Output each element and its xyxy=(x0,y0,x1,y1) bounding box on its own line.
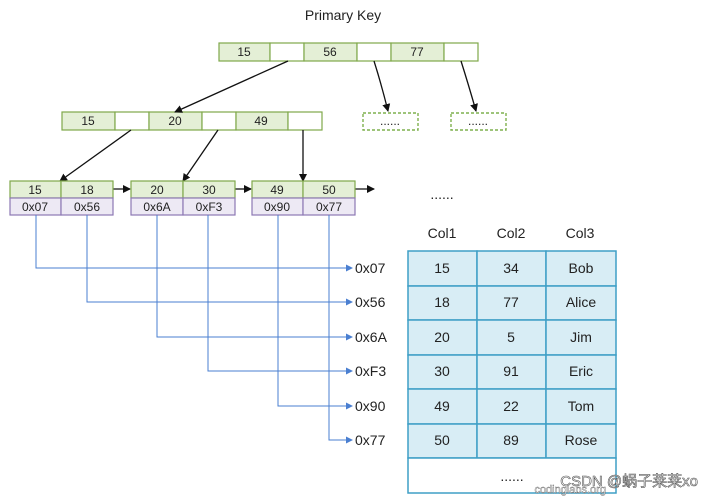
table-cell: 30 xyxy=(434,363,450,379)
address-label: 0x90 xyxy=(355,398,386,414)
data-table: 15 34 Bob 18 77 Alice 20 5 Jim 30 91 Eri… xyxy=(407,250,617,494)
leaf-node-2: 20 30 0x6A 0xF3 xyxy=(130,180,236,216)
table-cell: Eric xyxy=(569,363,593,379)
root-key: 77 xyxy=(410,45,424,59)
table-row: 49 22 Tom xyxy=(407,388,617,425)
table-cell: 50 xyxy=(434,432,450,448)
inner-key: 49 xyxy=(254,114,268,128)
root-key: 56 xyxy=(323,45,337,59)
address-label: 0x07 xyxy=(355,260,386,276)
leaf-key: 50 xyxy=(322,183,336,197)
address-label: 0xF3 xyxy=(355,363,386,379)
table-row: 15 34 Bob xyxy=(407,250,617,287)
table-cell: Tom xyxy=(568,398,594,414)
table-header-cell: Col1 xyxy=(428,225,457,241)
watermark-subtext: codinglabs.org xyxy=(534,484,606,496)
tree-arrows xyxy=(59,60,478,193)
address-connector xyxy=(207,215,353,375)
leaf-key: 30 xyxy=(202,183,216,197)
table-cell: 5 xyxy=(507,329,515,345)
leaf-key: 18 xyxy=(80,183,94,197)
table-cell: 20 xyxy=(434,329,450,345)
address-label: 0x6A xyxy=(355,329,388,345)
inner-pointer-cell-1 xyxy=(114,111,150,131)
root-pointer-cell-1 xyxy=(269,42,305,62)
watermark-text: CSDN @蜗子莱莱xo xyxy=(560,473,698,490)
table-header: Col1 Col2 Col3 xyxy=(428,225,595,241)
inner-pointer-cell-2 xyxy=(201,111,237,131)
table-row: 30 91 Eric xyxy=(407,354,617,390)
diagram-title: Primary Key xyxy=(305,7,381,23)
table-row: 20 5 Jim xyxy=(407,319,617,356)
address-label: 0x77 xyxy=(355,432,386,448)
leaf-key: 20 xyxy=(150,183,164,197)
root-node: 15 56 77 xyxy=(218,42,479,62)
address-labels: 0x07 0x56 0x6A 0xF3 0x90 0x77 xyxy=(355,260,388,448)
root-to-inner-arrow xyxy=(174,60,289,113)
table-cell: Bob xyxy=(569,260,594,276)
leaf-address: 0x07 xyxy=(22,200,48,214)
table-header-cell: Col3 xyxy=(566,225,595,241)
continuation-dots: ...... xyxy=(430,186,453,202)
leaf-address: 0x90 xyxy=(264,200,290,214)
table-row: 18 77 Alice xyxy=(407,285,617,321)
table-footer-row: ...... xyxy=(407,457,617,494)
table-cell: 77 xyxy=(503,294,519,310)
inner-to-leaf-arrow xyxy=(59,129,132,182)
address-connector xyxy=(277,215,353,410)
inner-key: 20 xyxy=(168,114,182,128)
table-cell: Jim xyxy=(570,329,592,345)
inner-node: 15 20 49 xyxy=(61,111,323,131)
address-connector xyxy=(86,215,353,306)
leaf-key: 49 xyxy=(270,183,284,197)
table-cell: Alice xyxy=(566,294,597,310)
leaf-address: 0x6A xyxy=(143,200,170,214)
root-key: 15 xyxy=(237,45,251,59)
leaf-node-1: 15 18 0x07 0x56 xyxy=(9,180,114,216)
table-cell: 15 xyxy=(434,260,450,276)
leaf-address: 0x56 xyxy=(74,200,100,214)
table-cell: Rose xyxy=(565,432,598,448)
table-cell: 49 xyxy=(434,398,450,414)
table-cell: 34 xyxy=(503,260,519,276)
root-to-placeholder-arrow xyxy=(373,60,391,112)
root-to-placeholder-arrow xyxy=(460,60,478,112)
inner-key: 15 xyxy=(81,114,95,128)
address-connector xyxy=(328,215,353,444)
placeholder-node-1: ...... xyxy=(362,112,419,131)
table-cell: 22 xyxy=(503,398,519,414)
address-connector xyxy=(35,215,353,272)
inner-pointer-cell-3 xyxy=(287,111,323,131)
placeholder-dots: ...... xyxy=(468,114,488,128)
placeholder-dots: ...... xyxy=(380,114,400,128)
leaf-address: 0xF3 xyxy=(196,200,223,214)
inner-to-leaf-arrow xyxy=(182,129,219,182)
table-footer-dots: ...... xyxy=(500,468,523,484)
address-label: 0x56 xyxy=(355,294,386,310)
table-cell: 18 xyxy=(434,294,450,310)
table-cell: 89 xyxy=(503,432,519,448)
leaf-key: 15 xyxy=(28,183,42,197)
table-row: 50 89 Rose xyxy=(407,423,617,459)
address-connectors xyxy=(35,215,353,444)
table-header-cell: Col2 xyxy=(497,225,526,241)
table-cell: 91 xyxy=(503,363,519,379)
root-pointer-cell-3 xyxy=(443,42,479,62)
root-pointer-cell-2 xyxy=(356,42,392,62)
leaf-address: 0x77 xyxy=(316,200,342,214)
address-connector xyxy=(156,215,353,341)
leaf-node-3: 49 50 0x90 0x77 xyxy=(251,180,356,216)
placeholder-node-2: ...... xyxy=(450,112,507,131)
